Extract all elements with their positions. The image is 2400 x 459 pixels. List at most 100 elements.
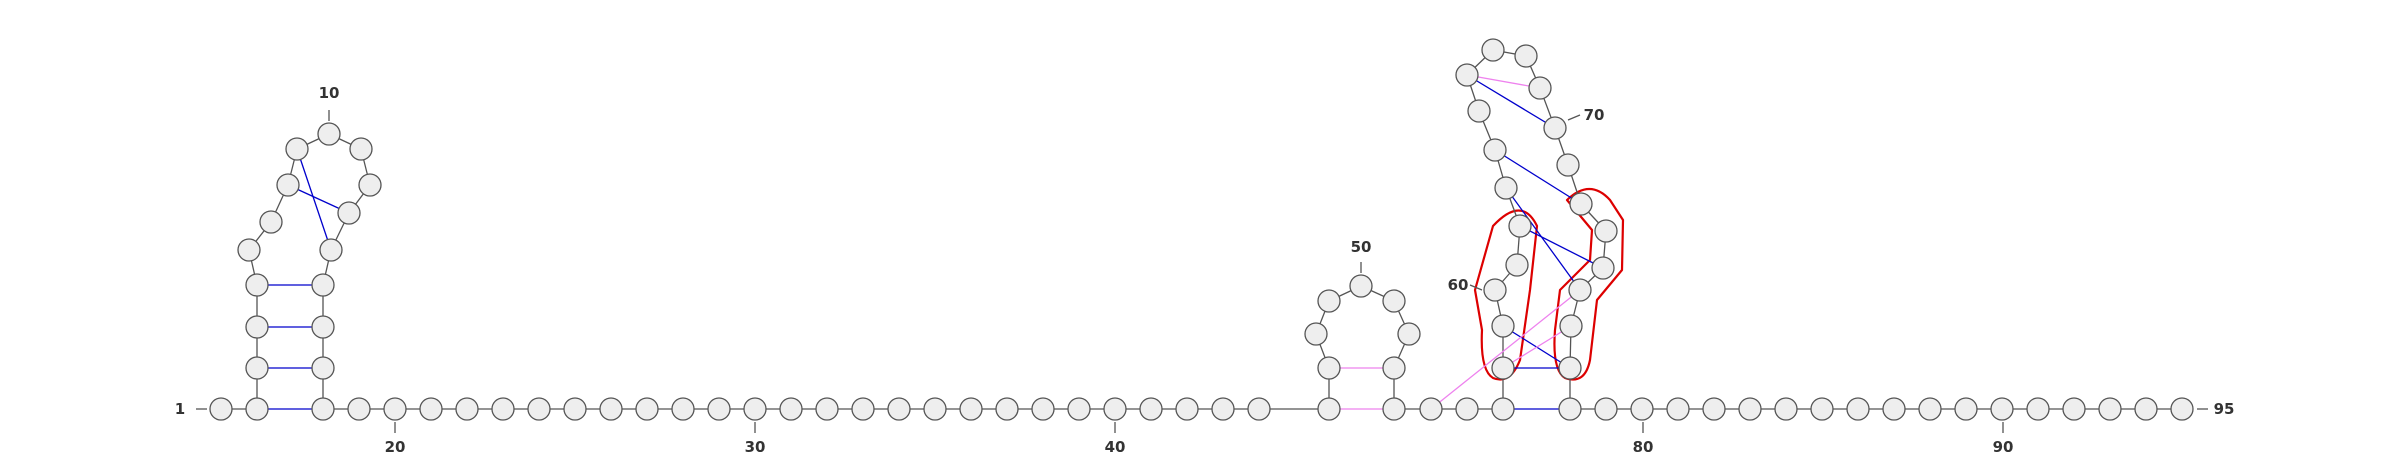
position-label-90: 90 <box>1993 438 2014 456</box>
nucleotide <box>1558 397 1582 421</box>
nucleotide <box>1558 356 1582 380</box>
nucleotide <box>276 173 300 197</box>
position-label-1: 1 <box>175 400 185 418</box>
nucleotide <box>1317 356 1341 380</box>
base-pair-canonical <box>1494 149 1582 205</box>
nucleotide <box>245 273 269 297</box>
base-pair-canonical <box>1505 187 1581 291</box>
nucleotide <box>259 210 283 234</box>
nucleotide <box>1505 253 1529 277</box>
nucleotide <box>1774 397 1798 421</box>
nucleotide <box>527 397 551 421</box>
nucleotide <box>1559 314 1583 338</box>
nucleotide <box>1139 397 1163 421</box>
nucleotide <box>1247 397 1271 421</box>
nucleotide <box>707 397 731 421</box>
nucleotide <box>1508 214 1532 238</box>
nucleotide <box>635 397 659 421</box>
nucleotide <box>1494 176 1518 200</box>
nucleotide <box>1990 397 2014 421</box>
nucleotide <box>2062 397 2086 421</box>
nucleotide <box>1738 397 1762 421</box>
nucleotide <box>815 397 839 421</box>
position-label-80: 80 <box>1633 438 1654 456</box>
nucleotide <box>1591 256 1615 280</box>
nucleotide <box>245 397 269 421</box>
nucleotide <box>337 201 361 225</box>
nucleotide <box>959 397 983 421</box>
nucleotide <box>1317 397 1341 421</box>
nucleotide <box>311 315 335 339</box>
nucleotide <box>671 397 695 421</box>
nucleotide <box>2098 397 2122 421</box>
base-pair-canonical <box>296 148 332 251</box>
nucleotide <box>2170 397 2194 421</box>
nucleotide <box>1481 38 1505 62</box>
nucleotide <box>1630 397 1654 421</box>
nucleotide <box>1397 322 1421 346</box>
nucleotide <box>1455 63 1479 87</box>
nucleotide <box>1882 397 1906 421</box>
nucleotide <box>319 238 343 262</box>
nucleotide <box>1419 397 1443 421</box>
nucleotide <box>1031 397 1055 421</box>
nucleotide <box>1702 397 1726 421</box>
nucleotide <box>1594 219 1618 243</box>
nucleotide <box>1568 278 1592 302</box>
nucleotide <box>1528 76 1552 100</box>
nucleotide <box>245 356 269 380</box>
nucleotide <box>358 173 382 197</box>
nucleotide <box>995 397 1019 421</box>
nucleotide-layer <box>209 38 2194 421</box>
nucleotide <box>1954 397 1978 421</box>
nucleotide <box>383 397 407 421</box>
backbone-layer <box>221 49 2182 410</box>
nucleotide <box>923 397 947 421</box>
position-label-95: 95 <box>2214 400 2235 418</box>
position-label-20: 20 <box>385 438 406 456</box>
nucleotide <box>1569 192 1593 216</box>
nucleotide <box>599 397 623 421</box>
nucleotide <box>349 137 373 161</box>
nucleotide <box>2134 397 2158 421</box>
nucleotide <box>563 397 587 421</box>
position-label-60: 60 <box>1448 276 1469 294</box>
nucleotide <box>1514 44 1538 68</box>
position-tick <box>1469 284 1483 291</box>
nucleotide <box>285 137 309 161</box>
nucleotide <box>1846 397 1870 421</box>
highlight-region-a <box>1473 209 1539 381</box>
nucleotide <box>1382 397 1406 421</box>
nucleotide <box>887 397 911 421</box>
nucleotide <box>1483 278 1507 302</box>
nucleotide <box>455 397 479 421</box>
nucleotide <box>1175 397 1199 421</box>
position-label-10: 10 <box>319 84 340 102</box>
nucleotide <box>491 397 515 421</box>
nucleotide <box>1467 99 1491 123</box>
nucleotide <box>419 397 443 421</box>
base-pair-canonical <box>1466 74 1556 129</box>
nucleotide <box>1543 116 1567 140</box>
nucleotide <box>851 397 875 421</box>
nucleotide <box>1455 397 1479 421</box>
position-label-40: 40 <box>1105 438 1126 456</box>
base-pair-noncanonical <box>1430 289 1581 410</box>
nucleotide <box>1483 138 1507 162</box>
nucleotide <box>1810 397 1834 421</box>
base-pair-noncanonical <box>1502 325 1572 369</box>
nucleotide <box>237 238 261 262</box>
nucleotide <box>1491 397 1515 421</box>
nucleotide <box>1211 397 1235 421</box>
nucleotide <box>311 397 335 421</box>
nucleotide <box>2026 397 2050 421</box>
nucleotide <box>1491 314 1515 338</box>
nucleotide <box>347 397 371 421</box>
base-pair-noncanonical <box>1466 74 1541 89</box>
nucleotide <box>1103 397 1127 421</box>
nucleotide <box>245 315 269 339</box>
nucleotide <box>1666 397 1690 421</box>
nucleotide <box>1918 397 1942 421</box>
